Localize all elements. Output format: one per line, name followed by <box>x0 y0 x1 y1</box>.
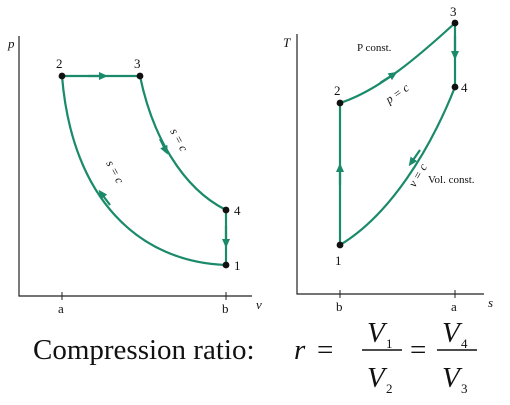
pv-state-point-2 <box>58 72 66 80</box>
pv-x-axis-label: v <box>256 297 262 312</box>
fraction-1-denominator: V <box>367 362 388 394</box>
pv-tick-label-a: a <box>58 301 64 316</box>
pv-state-point-3 <box>136 72 144 80</box>
ts-constant-volume-curve-label: v = c <box>405 160 430 189</box>
ts-process-4-1-constant-volume <box>339 86 457 246</box>
pv-state-label-3: 3 <box>134 56 141 71</box>
pv-tick-label-b: b <box>222 301 229 316</box>
fraction-1-numerator: V <box>367 317 388 349</box>
pv-state-point-1 <box>222 261 230 269</box>
fraction-2-numerator: V <box>442 317 463 349</box>
pv-arrow-3-4 <box>159 138 168 155</box>
fraction-2-denominator-subscript: 3 <box>461 381 468 396</box>
ts-state-label-4: 4 <box>461 80 468 95</box>
ts-state-point-3 <box>451 19 459 27</box>
pv-process-3-4-isentropic-expansion <box>138 75 227 211</box>
ts-state-point-1 <box>336 241 344 249</box>
ts-state-label-3: 3 <box>450 4 457 19</box>
fraction-1-denominator-subscript: 2 <box>386 381 393 396</box>
formula-caption: Compression ratio: <box>33 334 255 366</box>
ts-tick-label-b: b <box>336 299 343 314</box>
pv-state-label-2: 2 <box>56 56 63 71</box>
pv-y-axis-label: p <box>7 36 15 51</box>
ts-state-point-2 <box>336 99 344 107</box>
formula-equals-1: = <box>317 334 333 366</box>
ts-arrow-4-1 <box>408 149 421 167</box>
ts-state-label-1: 1 <box>335 253 342 268</box>
fraction-1-numerator-subscript: 1 <box>386 336 393 351</box>
formula-lhs: r <box>294 334 306 366</box>
ts-tick-label-a: a <box>451 299 457 314</box>
pv-isentropic-label-compression: s = c <box>103 158 127 186</box>
ts-state-point-4 <box>451 83 459 91</box>
pv-arrow-1-2 <box>98 189 111 206</box>
ts-x-axis-label: s <box>488 295 493 310</box>
ts-constant-pressure-curve-label: p = c <box>382 80 412 107</box>
compression-ratio-formula: Compression ratio: r = V 1 V 2 = V 4 V 3 <box>33 317 477 396</box>
pv-state-point-4 <box>222 206 230 214</box>
ts-axes <box>296 34 484 295</box>
ts-state-label-2: 2 <box>334 83 341 98</box>
ts-constant-volume-note: Vol. const. <box>428 174 475 186</box>
pv-axes <box>18 36 252 297</box>
pv-state-label-4: 4 <box>234 203 241 218</box>
pv-diagram: p v a b 2 3 4 1 s = c s = c <box>7 36 262 316</box>
pv-state-label-1: 1 <box>234 258 241 273</box>
ts-diagram: T s b a 1 2 3 4 P const. p = c v = c Vol… <box>283 4 493 314</box>
pv-process-1-2-isentropic-compression <box>60 75 227 267</box>
fraction-2-denominator: V <box>442 362 463 394</box>
fraction-2-numerator-subscript: 4 <box>461 336 468 351</box>
pv-isentropic-label-expansion: s = c <box>167 126 191 154</box>
ts-arrow-2-3 <box>379 71 398 84</box>
ts-y-axis-label: T <box>283 35 291 50</box>
formula-equals-2: = <box>410 334 426 366</box>
ts-process-2-3-constant-pressure <box>339 22 456 105</box>
ts-constant-pressure-note: P const. <box>357 42 392 54</box>
